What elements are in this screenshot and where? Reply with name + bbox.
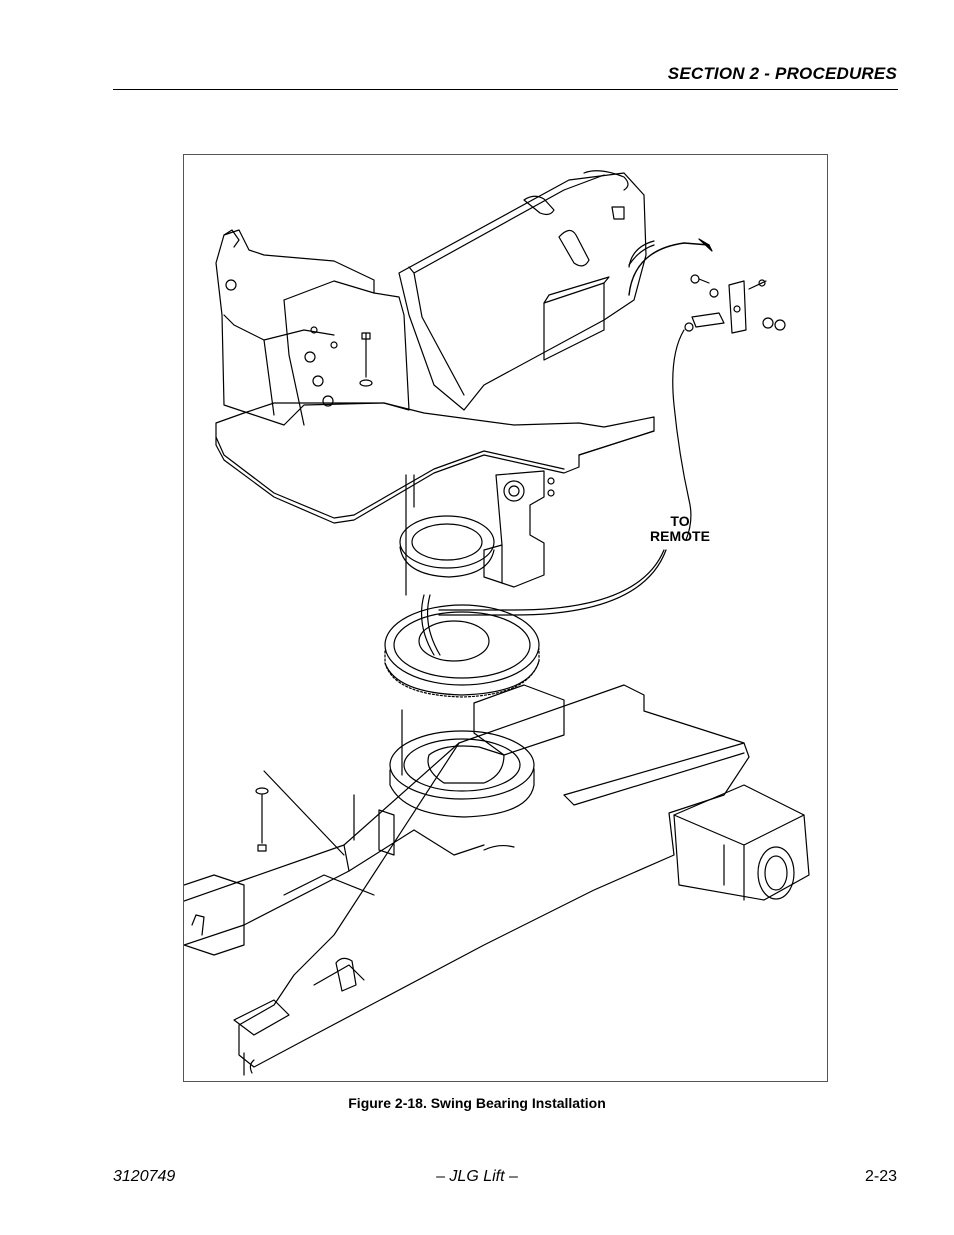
rotation-arrow bbox=[628, 242, 710, 296]
section-title: SECTION 2 - PROCEDURES bbox=[667, 64, 897, 83]
footer-center-text: – JLG Lift – bbox=[436, 1168, 518, 1185]
upper-bearing-ring bbox=[399, 515, 495, 578]
swing-bearing-drawing bbox=[184, 170, 810, 1076]
callout-remote: REMOTE bbox=[650, 528, 710, 544]
chassis-frame bbox=[184, 684, 810, 1076]
footer-doc-number: 3120749 bbox=[113, 1168, 176, 1185]
header-rule bbox=[113, 89, 898, 90]
swing-drive-motor bbox=[483, 470, 555, 588]
bolt-lower bbox=[255, 770, 345, 856]
turntable-platform bbox=[215, 402, 655, 524]
turntable-upright bbox=[398, 170, 655, 411]
bolt-upper bbox=[359, 332, 373, 387]
remote-cable bbox=[672, 329, 690, 501]
callout-to: TO bbox=[670, 513, 690, 529]
hardware-group bbox=[684, 274, 786, 334]
footer-page-number: 2-23 bbox=[864, 1168, 897, 1185]
swing-bearing-gear bbox=[384, 594, 540, 698]
figure-frame: TO REMOTE bbox=[183, 154, 828, 1082]
left-side-frame bbox=[215, 229, 410, 426]
figure-caption: Figure 2-18. Swing Bearing Installation bbox=[348, 1095, 606, 1111]
